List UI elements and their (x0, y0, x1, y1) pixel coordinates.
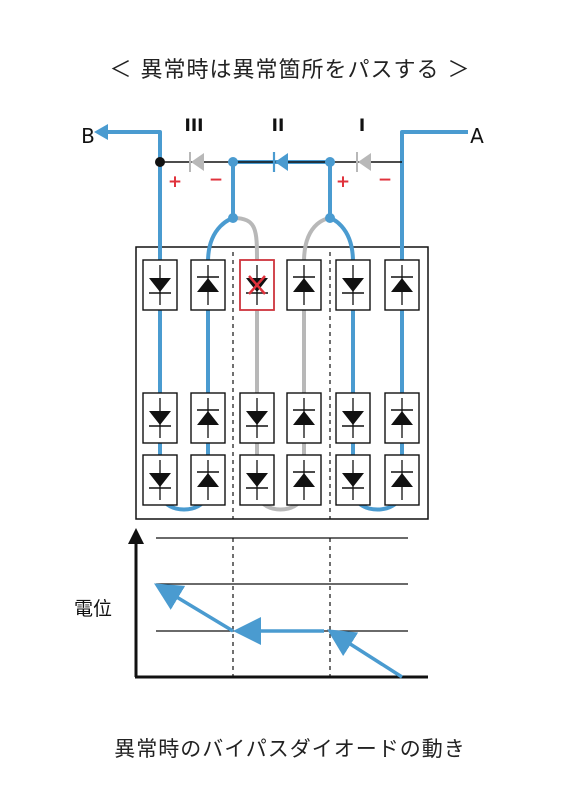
terminal-a: A (470, 124, 484, 148)
terminal-b: B (81, 124, 95, 148)
diode-label-ii: II (272, 116, 285, 136)
axis-arrow-icon (128, 528, 144, 544)
bypass-diode-ii (272, 152, 288, 172)
bypass-diode-i (356, 152, 371, 172)
page-title: ＜ 異常時は異常箇所をパスする ＞ (109, 58, 471, 83)
bypass-diode-iii (189, 152, 204, 172)
bypassed-string (232, 216, 331, 512)
fault-cell (239, 259, 275, 311)
potential-graph: 電位 (74, 528, 428, 679)
caption: 異常時のバイパスダイオードの動き (114, 737, 466, 761)
diode-label-i: I (359, 116, 365, 136)
polarity-plus: + (336, 172, 350, 192)
diode-label-iii: III (185, 116, 204, 136)
polarity-plus: + (168, 172, 182, 192)
panel-frame (135, 246, 429, 520)
potential-label: 電位 (74, 598, 112, 620)
polarity-minus: − (378, 170, 392, 190)
current-arrow-icon (94, 124, 108, 140)
polarity-minus: − (209, 170, 223, 190)
